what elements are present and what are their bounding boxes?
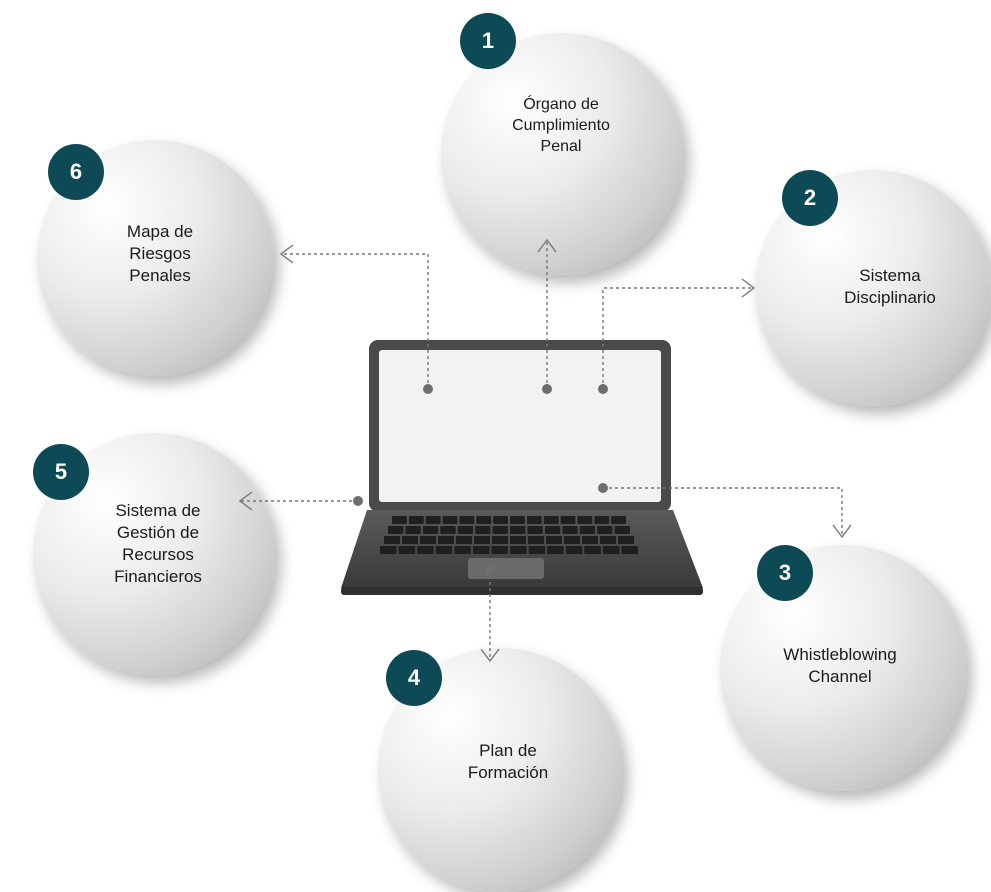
keyboard-key — [398, 546, 416, 554]
laptop-touchpad — [468, 558, 544, 579]
keyboard-key — [420, 536, 436, 544]
node-4-badge: 4 — [386, 650, 442, 706]
laptop-keyboard — [380, 516, 638, 554]
arrowhead-node-6 — [279, 244, 294, 264]
keyboard-key — [392, 516, 407, 524]
arrowhead-node-2 — [741, 278, 756, 298]
keyboard-key — [456, 536, 472, 544]
keyboard-key — [565, 546, 583, 554]
keyboard-key — [621, 546, 638, 554]
keyboard-key — [510, 546, 527, 554]
dot-node-6 — [423, 384, 433, 394]
keyboard-key — [510, 536, 526, 544]
node-2-badge: 2 — [782, 170, 838, 226]
keyboard-key — [614, 526, 630, 534]
laptop-illustration — [341, 340, 703, 595]
keyboard-key — [510, 526, 526, 534]
arrowhead-node-3 — [832, 524, 852, 539]
keyboard-key — [579, 526, 596, 534]
keyboard-key — [476, 516, 492, 524]
keyboard-key — [435, 546, 453, 554]
connector-to-node-3 — [603, 487, 843, 537]
keyboard-key — [528, 536, 544, 544]
dot-node-3 — [598, 483, 608, 493]
keyboard-key — [472, 546, 490, 554]
keyboard-key — [528, 546, 546, 554]
keyboard-key — [543, 516, 559, 524]
connector-to-node-6 — [281, 253, 429, 389]
node-1-badge: 1 — [460, 13, 516, 69]
keyboard-key — [577, 516, 593, 524]
keyboard-key — [564, 536, 580, 544]
keyboard-key — [405, 526, 421, 534]
laptop-screen — [379, 350, 661, 502]
arrowhead-node-5 — [238, 491, 253, 511]
keyboard-key — [618, 536, 634, 544]
keyboard-key — [582, 536, 598, 544]
node-6-badge: 6 — [48, 144, 104, 200]
dot-node-4 — [485, 565, 495, 575]
keyboard-key — [408, 516, 424, 524]
connector-dots — [353, 384, 608, 575]
node-1-circle — [441, 33, 683, 275]
keyboard-key — [547, 546, 564, 554]
keyboard-key — [417, 546, 434, 554]
keyboard-key — [425, 516, 441, 524]
laptop-front-edge — [341, 587, 703, 595]
keyboard-key — [597, 526, 613, 534]
keyboard-key — [527, 526, 543, 534]
connectors — [240, 240, 843, 661]
keyboard-key — [454, 546, 471, 554]
keyboard-key — [442, 516, 458, 524]
arrowhead-node-4 — [480, 648, 500, 663]
keyboard-key — [562, 526, 578, 534]
keyboard-key — [388, 526, 404, 534]
keyboard-key — [600, 536, 616, 544]
arrowheads — [238, 238, 852, 663]
keyboard-key — [459, 516, 475, 524]
keyboard-key — [475, 526, 491, 534]
keyboard-key — [380, 546, 397, 554]
keyboard-key — [457, 526, 474, 534]
keyboard-key — [560, 516, 576, 524]
keyboard-key — [491, 546, 508, 554]
keyboard-key — [546, 536, 562, 544]
keyboard-key — [422, 526, 439, 534]
node-5-badge: 5 — [33, 444, 89, 500]
arrowhead-node-1 — [537, 238, 557, 253]
keyboard-key — [438, 536, 454, 544]
keyboard-key — [492, 536, 508, 544]
keyboard-key — [492, 526, 508, 534]
keyboard-key — [611, 516, 626, 524]
keyboard-key — [493, 516, 508, 524]
keyboard-key — [526, 516, 542, 524]
keyboard-key — [510, 516, 525, 524]
keyboard-key — [602, 546, 620, 554]
dot-node-1 — [542, 384, 552, 394]
keyboard-key — [544, 526, 561, 534]
keyboard-key — [474, 536, 490, 544]
dot-node-2 — [598, 384, 608, 394]
node-3-badge: 3 — [757, 545, 813, 601]
keyboard-key — [584, 546, 601, 554]
keyboard-key — [402, 536, 418, 544]
keyboard-key — [594, 516, 610, 524]
keyboard-key — [440, 526, 456, 534]
keyboard-key — [384, 536, 400, 544]
dot-node-5 — [353, 496, 363, 506]
